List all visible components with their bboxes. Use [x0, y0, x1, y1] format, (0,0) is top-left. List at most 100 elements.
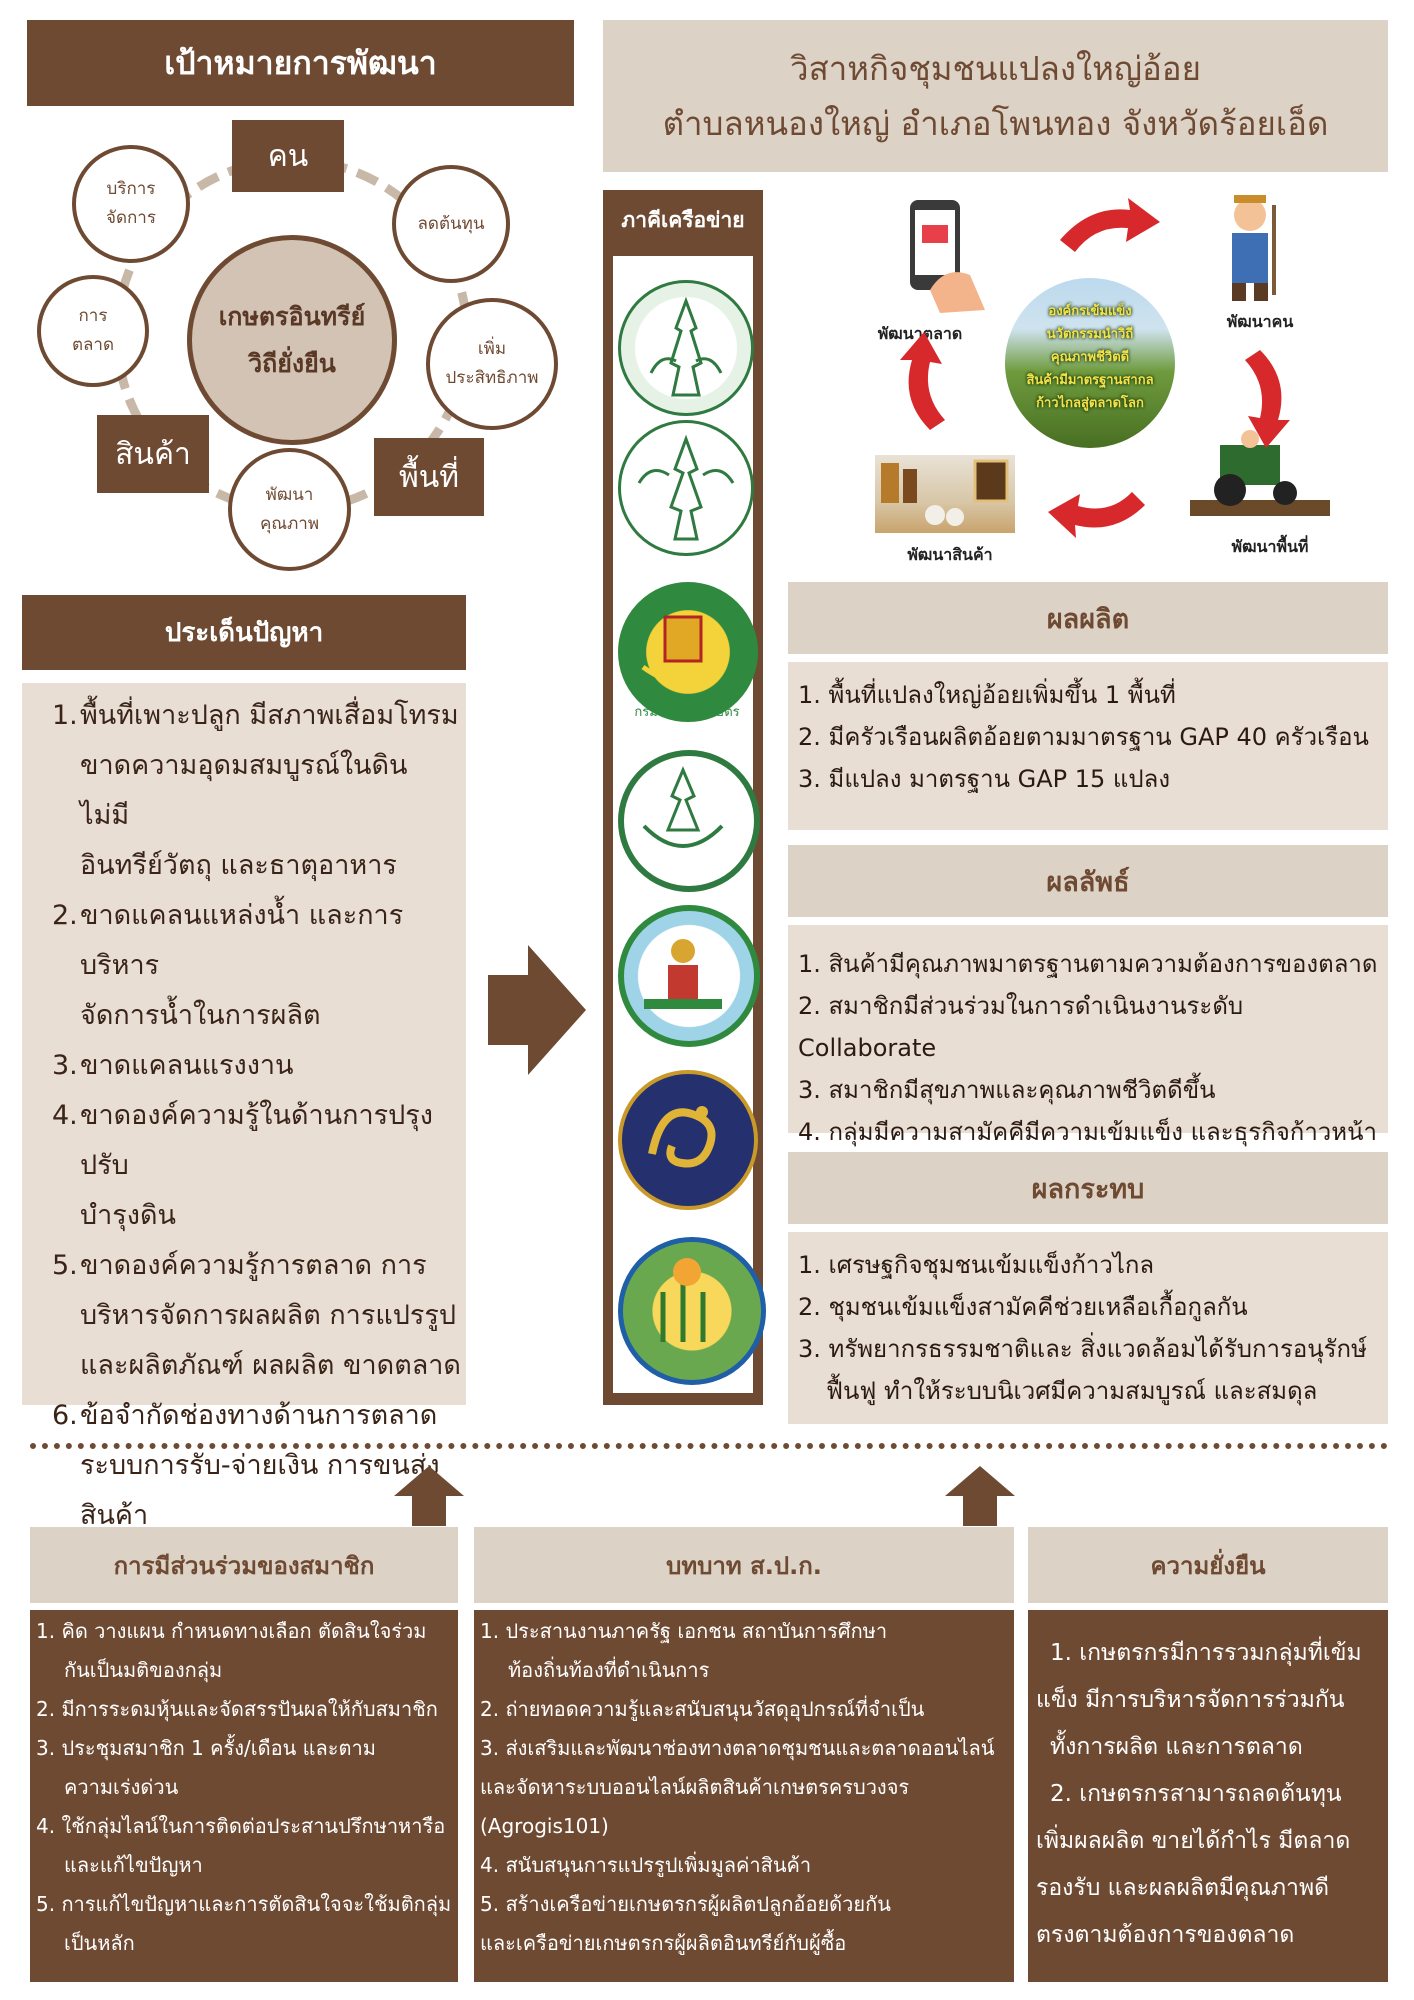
- header-line2: ตำบลหนองใหญ่ อำเภอโพนทอง จังหวัดร้อยเอ็ด: [662, 104, 1329, 143]
- partner-logo-4: [618, 750, 760, 892]
- problem-line: ขาดองค์ความรู้การตลาด การ: [80, 1250, 427, 1281]
- service-line2: จัดการ: [106, 208, 156, 228]
- goal-node-quality: พัฒนา คุณภาพ: [228, 448, 351, 571]
- problems-panel: 1.พื้นที่เพาะปลูก มีสภาพเสื่อมโทรมขาดควา…: [22, 683, 466, 1531]
- problem-line: บริหารจัดการผลผลิต การแปรรูป: [80, 1300, 457, 1331]
- problem-line: และผลิตภัณฑ์ ผลผลิต ขาดตลาด: [80, 1350, 461, 1381]
- output-list: 1. พื้นที่แปลงใหญ่อ้อยเพิ่มขึ้น 1 พื้นที…: [798, 674, 1369, 800]
- goal-center-line2: วิถียั่งยืน: [248, 349, 336, 378]
- problem-line: พื้นที่เพาะปลูก มีสภาพเสื่อมโทรม: [80, 700, 459, 731]
- curved-arrow-icon: [900, 198, 1290, 538]
- problem-line: ขาดองค์ความรู้ในด้านการปรุงปรับ: [80, 1100, 433, 1181]
- output-title: ผลผลิต: [788, 582, 1388, 654]
- participation-line: 3. ประชุมสมาชิก 1 ครั้ง/เดือน และตาม: [36, 1736, 376, 1760]
- problem-line: ขาดแคลนแรงงาน: [80, 1050, 294, 1081]
- role-title: บทบาท ส.ป.ก.: [474, 1527, 1014, 1603]
- goal-node-efficiency: เพิ่ม ประสิทธิภาพ: [426, 298, 558, 430]
- partner-logo-7: [618, 1237, 766, 1385]
- quality-line1: พัฒนา: [265, 484, 314, 505]
- sustain-line: 2. เกษตรกรสามารถลดต้นทุน: [1050, 1781, 1342, 1807]
- role-line: 3. ส่งเสริมและพัฒนาช่องทางตลาดชุมชนและตล…: [480, 1736, 995, 1760]
- impact-title: ผลกระทบ: [788, 1152, 1388, 1224]
- cycle-label-area: พัฒนาพื้นที่: [1231, 537, 1309, 556]
- cycle-center-circle: องค์กรเข้มแข็ง นวัตกรรมนำวิถี คุณภาพชีวิ…: [1002, 275, 1178, 451]
- participation-panel: 1. คิด วางแผน กำหนดทางเลือก ตัดสินใจร่วม…: [30, 1610, 458, 1982]
- role-line: (Agrogis101): [480, 1814, 609, 1838]
- goal-node-market: การ ตลาด: [37, 275, 149, 387]
- dragon-emblem-icon: [648, 1106, 716, 1168]
- tractor-icon: [1190, 430, 1330, 516]
- service-line1: บริการ: [106, 179, 156, 200]
- problem-number: 2.: [52, 900, 78, 931]
- goal-node-service: บริการ จัดการ: [72, 145, 190, 263]
- sustain-line: ทั้งการผลิต และการตลาด: [1050, 1734, 1303, 1760]
- partner-logo-3-text: กรมวิชาการเกษตร: [634, 705, 740, 720]
- dotted-divider: [30, 1443, 1388, 1449]
- farmer-icon: [1232, 195, 1276, 301]
- output-item: 3. มีแปลง มาตรฐาน GAP 15 แปลง: [798, 765, 1171, 793]
- farm-deity-emblem-icon: [644, 939, 722, 1009]
- role-line: 4. สนับสนุนการแปรรูปเพิ่มมูลค่าสินค้า: [480, 1853, 812, 1877]
- participation-line: กันเป็นมติของกลุ่ม: [64, 1658, 223, 1682]
- problem-item: 5.ขาดองค์ความรู้การตลาด การบริหารจัดการผ…: [52, 1241, 462, 1391]
- cycle-center-line5: ก้าวไกลสู่ตลาดโลก: [1036, 396, 1144, 411]
- problem-line: สินค้า: [80, 1500, 149, 1531]
- role-line: 1. ประสานงานภาครัฐ เอกชน สถาบันการศึกษา: [480, 1619, 888, 1643]
- participation-line: 1. คิด วางแผน กำหนดทางเลือก ตัดสินใจร่วม: [36, 1619, 427, 1643]
- goal-center-circle: เกษตรอินทรีย์ วิถียั่งยืน: [187, 235, 397, 445]
- role-line: 5. สร้างเครือข่ายเกษตรกรผู้ผลิตปลูกอ้อยด…: [480, 1892, 891, 1916]
- problem-line: ข้อจำกัดช่องทางด้านการตลาด: [80, 1400, 438, 1431]
- goal-center-line1: เกษตรอินทรีย์: [218, 301, 366, 331]
- goal-node-area: พื้นที่: [374, 438, 484, 516]
- products-display-icon: [881, 459, 1009, 526]
- sustain-line: เพิ่มผลผลิต ขายได้กำไร มีตลาด: [1036, 1828, 1351, 1854]
- up-arrow-icon: [394, 1466, 464, 1526]
- outcome-item: 2. สมาชิกมีส่วนร่วมในการดำเนินงานระดับ C…: [798, 992, 1244, 1062]
- problem-line: จัดการน้ำในการผลิต: [80, 1000, 321, 1031]
- problem-number: 3.: [52, 1050, 78, 1081]
- sustain-panel: 1. เกษตรกรมีการรวมกลุ่มที่เข้มแข็ง มีการ…: [1028, 1610, 1388, 1982]
- problem-number: 4.: [52, 1100, 78, 1131]
- smartphone-icon: [910, 200, 985, 313]
- problems-title: ประเด็นปัญหา: [22, 595, 466, 670]
- goal-node-product: สินค้า: [97, 415, 209, 493]
- participation-line: 5. การแก้ไขปัญหาและการตัดสินใจจะใช้มติกล…: [36, 1892, 452, 1916]
- problem-number: 1.: [52, 700, 78, 731]
- problem-line: บำรุงดิน: [80, 1200, 176, 1231]
- partner-logo-1: [618, 280, 754, 416]
- efficiency-line2: ประสิทธิภาพ: [445, 368, 539, 388]
- market-line2: ตลาด: [71, 335, 115, 355]
- page-header: วิสาหกิจชุมชนแปลงใหญ่อ้อย ตำบลหนองใหญ่ อ…: [603, 20, 1388, 172]
- role-panel: 1. ประสานงานภาครัฐ เอกชน สถาบันการศึกษาท…: [474, 1610, 1014, 1982]
- problem-number: 5.: [52, 1250, 78, 1281]
- problem-line: ขาดความอุดมสมบูรณ์ในดิน ไม่มี: [80, 750, 408, 831]
- outcome-list: 1. สินค้ามีคุณภาพมาตรฐานตามความต้องการขอ…: [798, 943, 1388, 1153]
- cycle-label-people: พัฒนาคน: [1226, 312, 1294, 331]
- role-line: และเครือข่ายเกษตรกรผู้ผลิตอินทรีย์กับผู้…: [480, 1931, 847, 1955]
- participation-list: 1. คิด วางแผน กำหนดทางเลือก ตัดสินใจร่วม…: [36, 1612, 451, 1963]
- quality-line2: คุณภาพ: [259, 513, 320, 534]
- sustain-line: 1. เกษตรกรมีการรวมกลุ่มที่เข้ม: [1050, 1640, 1362, 1666]
- outcome-item: 4. กลุ่มมีความสามัคคีมีความเข้มแข็ง และธ…: [798, 1118, 1377, 1146]
- sustain-title: ความยั่งยืน: [1028, 1527, 1388, 1603]
- role-line: 2. ถ่ายทอดความรู้และสนับสนุนวัสดุอุปกรณ์…: [480, 1697, 925, 1721]
- goal-node-people: คน: [232, 120, 344, 192]
- right-arrow-icon: [488, 945, 586, 1075]
- cycle-center-line3: คุณภาพชีวิตดี: [1050, 350, 1130, 365]
- participation-line: 2. มีการระดมหุ้นและจัดสรรปันผลให้กับสมาช…: [36, 1697, 438, 1721]
- problems-list: 1.พื้นที่เพาะปลูก มีสภาพเสื่อมโทรมขาดควา…: [52, 691, 462, 1541]
- problem-item: 4.ขาดองค์ความรู้ในด้านการปรุงปรับบำรุงดิ…: [52, 1091, 462, 1241]
- goal-node-cost: ลดต้นทุน: [392, 165, 510, 283]
- problem-number: 6.: [52, 1400, 78, 1431]
- problem-item: 6.ข้อจำกัดช่องทางด้านการตลาดระบบการรับ-จ…: [52, 1391, 462, 1541]
- problem-line: อินทรีย์วัตถุ และธาตุอาหาร: [80, 850, 397, 881]
- rice-emblem-icon: [641, 615, 725, 685]
- cycle-arrows: [900, 198, 1290, 538]
- output-item: 1. พื้นที่แปลงใหญ่อ้อยเพิ่มขึ้น 1 พื้นที…: [798, 681, 1176, 709]
- deity-emblem-icon: [649, 296, 723, 397]
- cycle-center-line4: สินค้ามีมาตรฐานสากล: [1026, 373, 1154, 388]
- sustain-line: รองรับ และผลผลิตมีคุณภาพดี: [1036, 1875, 1330, 1901]
- role-list: 1. ประสานงานภาครัฐ เอกชน สถาบันการศึกษาท…: [480, 1612, 994, 1963]
